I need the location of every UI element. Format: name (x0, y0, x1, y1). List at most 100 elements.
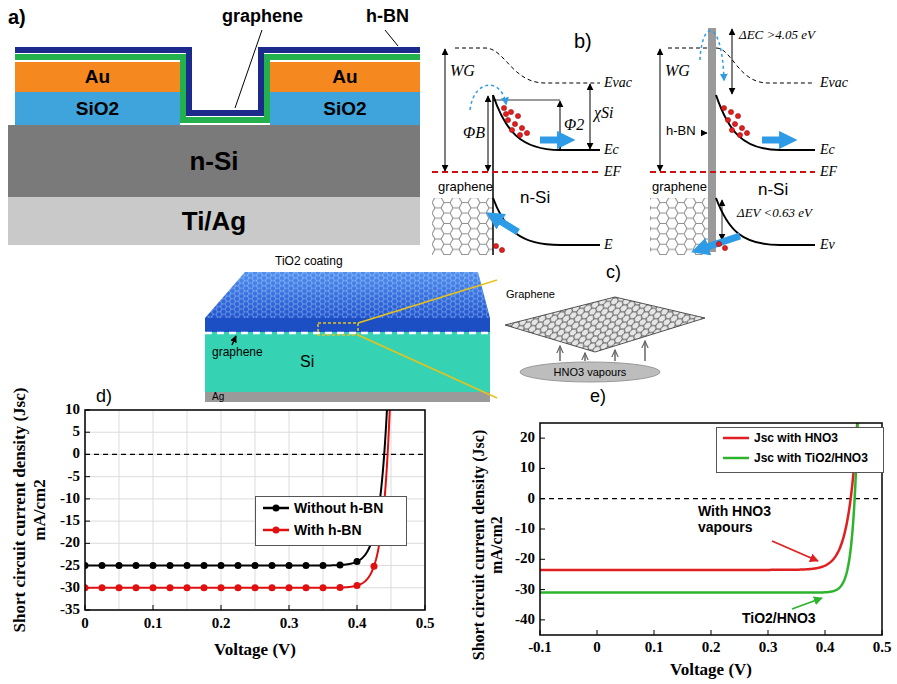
figure-label: ΔEC >4.05 eV (738, 28, 816, 43)
axis-text: 0 (73, 446, 81, 463)
film-layers (15, 50, 420, 120)
leader-line (385, 30, 398, 46)
axis-text: -10 (515, 520, 535, 537)
chart (133, 584, 140, 591)
axis-title: Short circuit current density (Jsc) mA/c… (470, 420, 507, 670)
chart (184, 584, 191, 591)
carrier-dots (721, 105, 726, 110)
legend-box (716, 427, 884, 473)
carrier-dots (519, 125, 524, 130)
chart (85, 432, 425, 433)
chart (235, 584, 242, 591)
chart (323, 410, 324, 610)
chart (150, 562, 157, 569)
chart (85, 543, 425, 544)
band-diagram (492, 216, 518, 232)
chart (235, 562, 242, 569)
legend-text: Jsc with HNO3 (754, 431, 838, 445)
figure-label: EF (820, 164, 837, 180)
legend-sample (722, 433, 750, 443)
chart (85, 476, 425, 477)
chart (167, 584, 174, 591)
band-diagram (432, 48, 600, 255)
axis-text: 0.2 (702, 639, 721, 656)
legend-box (255, 496, 407, 546)
band-diagram (722, 200, 723, 240)
device-illustration (584, 353, 586, 361)
axis-text: -10 (60, 490, 80, 507)
device-illustration (559, 346, 561, 361)
axis-text: 0.3 (759, 639, 778, 656)
chart (289, 410, 290, 610)
chart (286, 562, 293, 569)
chart (85, 454, 425, 455)
chart (371, 530, 378, 537)
figure-label: TiO2/HNO3 (742, 610, 816, 626)
figure-label: With HNO3 vapours (698, 503, 793, 535)
figure-label: graphene (212, 346, 263, 360)
figure-label: χSi (594, 104, 613, 122)
axis-text: -5 (68, 468, 81, 485)
carrier-dots (725, 117, 730, 122)
chart (354, 558, 361, 565)
chart (371, 563, 378, 570)
legend-sample (273, 505, 280, 512)
axis-text: -30 (515, 581, 535, 598)
layer-label: Au (332, 66, 357, 88)
axis-text: 0.5 (416, 615, 435, 632)
device-illustration (505, 297, 705, 352)
layer-box: Au (270, 62, 420, 92)
carrier-dots (493, 243, 498, 248)
band-diagram (455, 48, 600, 83)
axis-text: 20 (520, 430, 535, 447)
band-diagram (470, 85, 506, 110)
band-diagram (493, 100, 560, 101)
carrier-dots (729, 127, 734, 132)
carrier-dots (728, 109, 733, 114)
chart (303, 584, 310, 591)
figure-label: ΦB (463, 124, 485, 142)
device-illustration (205, 332, 490, 392)
chart (354, 582, 361, 589)
carrier-dots (716, 241, 721, 246)
chart (85, 521, 425, 522)
axis-text: 0.4 (348, 615, 367, 632)
chart (252, 562, 259, 569)
carrier-dots (744, 130, 749, 135)
figure-label: EF (604, 164, 621, 180)
chart (187, 410, 188, 610)
device-illustration (205, 392, 490, 402)
chart (201, 584, 208, 591)
layer-label: SiO2 (323, 98, 366, 120)
axis-text: 0 (528, 490, 536, 507)
band-diagram (732, 29, 733, 94)
chart (269, 562, 276, 569)
figure-label: graphene (652, 180, 707, 195)
chart (540, 423, 858, 593)
band-diagram (432, 171, 600, 173)
legend-entry: With h-BN (262, 522, 362, 538)
figure-label: Evac (820, 75, 848, 91)
chart (82, 378, 426, 610)
leader-line (235, 30, 262, 108)
device-illustration (205, 318, 490, 332)
chart (337, 562, 344, 569)
axis-text: 0.2 (212, 615, 231, 632)
legend-sample (723, 457, 749, 460)
chart (85, 410, 391, 591)
band-diagram (492, 95, 494, 255)
layer-label: Au (85, 66, 110, 88)
chart (252, 584, 259, 591)
film-layers (189, 53, 261, 113)
carrier-dots (515, 113, 520, 118)
chart (286, 584, 293, 591)
carrier-dots (499, 247, 504, 252)
band-diagram (445, 49, 446, 171)
figure-label: Ev (820, 237, 835, 253)
chart-plots (82, 378, 883, 635)
axis-text: -15 (60, 512, 80, 529)
chart (184, 562, 191, 569)
chart (320, 562, 327, 569)
